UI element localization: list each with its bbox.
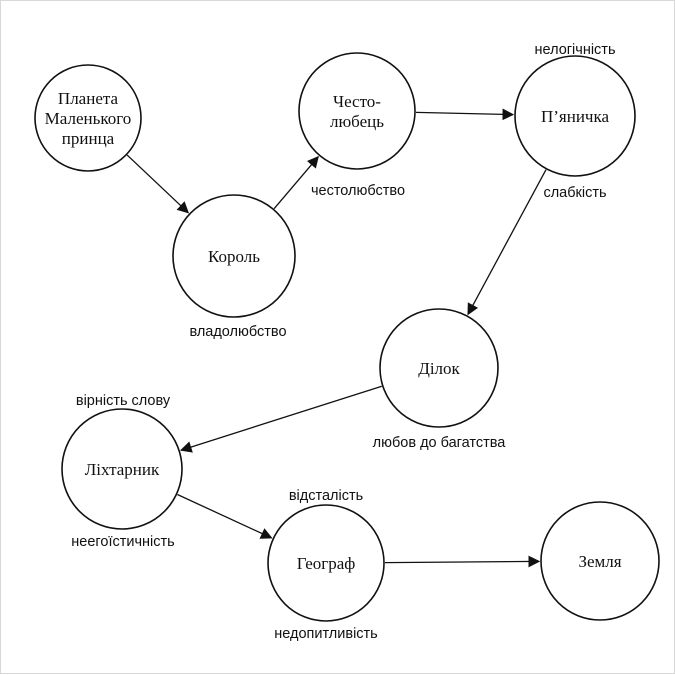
node-drunkard: П’яничка [514,55,636,177]
node-circle [172,194,296,318]
node-label: Маленького [45,109,132,128]
annotation-lamplighter-above: вірність слову [76,393,171,409]
node-circle [267,504,385,622]
edge-arrow [384,555,541,568]
edge-arrow [273,155,319,210]
node-king: Король [172,194,296,318]
node-lamplighter: Ліхтарник [61,408,183,530]
annotation-lamplighter-below: неегоїстичність [71,534,174,550]
node-label: принца [62,129,115,148]
edge-king-to-ambitious [273,155,319,210]
node-circle [34,64,142,172]
node-label: Ділок [418,359,460,378]
node-label: Географ [297,554,356,573]
edges-layer [126,108,547,568]
node-geographer: Географ [267,504,385,622]
node-circle [379,308,499,428]
edge-planet-to-king [126,154,190,214]
edge-arrow [467,169,547,316]
edge-lamplighter-to-geographer [177,493,273,539]
node-label: П’яничка [541,107,610,126]
node-circle [61,408,183,530]
annotation-ambitious-below: честолюбство [311,183,405,199]
node-label: Земля [578,552,621,571]
edge-ambitious-to-drunkard [415,108,515,121]
node-circle [514,55,636,177]
node-label: любець [330,112,384,131]
edge-geographer-to-earth [384,555,541,568]
node-label: Често- [333,92,381,111]
node-earth: Земля [540,501,660,621]
annotation-businessman-below: любов до багатства [373,435,507,451]
node-ambitious: Често-любець [298,52,416,170]
edge-arrow [415,108,515,121]
annotation-drunkard-below: слабкість [543,185,606,201]
annotation-king-below: владолюбство [189,324,286,340]
edge-businessman-to-lamplighter [179,385,382,453]
edge-arrow [179,385,382,453]
node-label: Король [208,247,260,266]
node-label: Планета [58,89,119,108]
node-label: Ліхтарник [85,460,160,479]
node-circle [540,501,660,621]
edge-arrow [126,154,190,214]
edge-drunkard-to-businessman [467,169,547,316]
edge-arrow [177,493,273,539]
annotation-geographer-below: недопитливість [274,626,377,642]
node-businessman: Ділок [379,308,499,428]
annotation-geographer-above: відсталість [289,488,363,504]
node-circle [298,52,416,170]
annotation-drunkard-above: нелогічність [534,42,615,58]
